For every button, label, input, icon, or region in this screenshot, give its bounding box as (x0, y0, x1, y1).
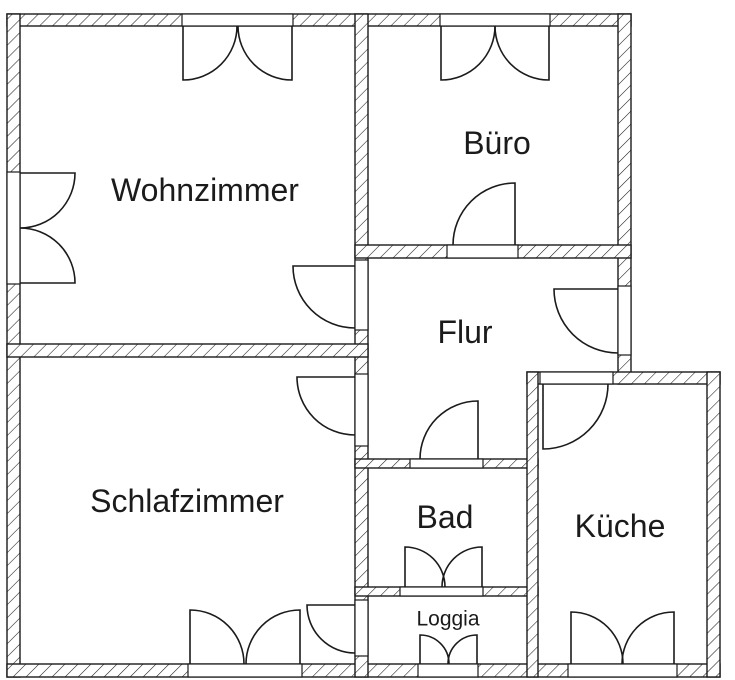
schlafzimmer-window-right (245, 609, 301, 665)
bad-door-swing (419, 400, 479, 460)
openings-layer (6, 13, 678, 678)
opening-window-wohnzimmer-left (6, 171, 21, 285)
bad-window-right (441, 546, 483, 588)
wohnzimmer-top-window-left (182, 25, 238, 81)
schlafzimmer-window-left (189, 609, 245, 665)
kueche-window-left (570, 611, 624, 665)
loggia-window-left (419, 634, 450, 665)
schlafzimmer-door-swing (296, 376, 356, 436)
kueche-window-right (621, 611, 675, 665)
room-label-wohnzimmer: Wohnzimmer (111, 172, 299, 208)
room-label-bad: Bad (417, 499, 474, 535)
opening-window-bad-loggia (399, 586, 484, 597)
opening-door-loggia (354, 599, 369, 657)
opening-window-buero-top (439, 13, 551, 27)
wohnzimmer-door-swing (292, 265, 356, 329)
opening-window-kueche (567, 663, 678, 678)
opening-door-wohnzimmer (354, 259, 369, 331)
opening-door-bad (409, 458, 484, 469)
opening-window-loggia (417, 663, 479, 678)
room-label-schlafzimmer: Schlafzimmer (90, 483, 284, 519)
entrance-door-swing (553, 288, 619, 354)
opening-window-wohnzimmer-top (181, 13, 294, 27)
buero-top-window-left (440, 25, 496, 81)
kueche-door-swing (542, 383, 609, 450)
wohnzimmer-left-window-top (19, 172, 76, 229)
wall-outer-right-lower (706, 371, 721, 678)
opening-door-kueche (539, 371, 614, 385)
loggia-window-right (447, 634, 478, 665)
loggia-door-swing (306, 604, 356, 654)
wall-kueche-left (526, 371, 539, 678)
walls-layer (6, 13, 721, 678)
buero-top-window-right (494, 25, 550, 81)
bad-window-left (404, 546, 446, 588)
room-label-buero: Büro (463, 125, 531, 161)
room-label-kueche: Küche (575, 508, 666, 544)
wall-wohn-schlaf-divider (6, 343, 369, 358)
wohnzimmer-top-window-right (237, 25, 293, 81)
opening-door-entrance (617, 285, 632, 356)
wohnzimmer-left-window-bottom (19, 227, 76, 284)
room-label-loggia: Loggia (416, 608, 479, 631)
buero-door-swing (452, 182, 516, 246)
opening-door-schlafzimmer (354, 373, 369, 447)
opening-door-buero (446, 244, 519, 259)
door-window-swings-layer (19, 25, 675, 665)
opening-window-schlafzimmer (187, 663, 303, 678)
room-label-flur: Flur (437, 314, 492, 350)
